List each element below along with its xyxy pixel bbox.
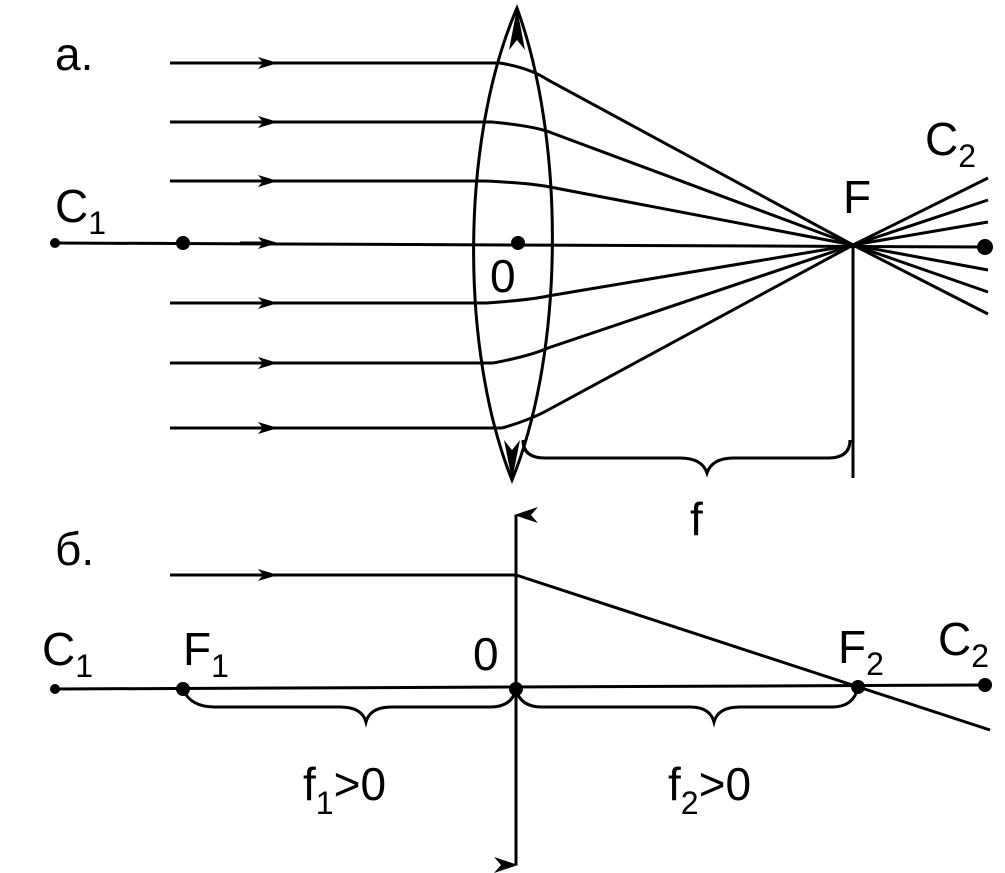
- label-c2-b: C2: [938, 613, 989, 674]
- point-dot-a: [176, 236, 190, 250]
- label-f-a: f: [690, 493, 703, 545]
- label-f1-b: F1: [183, 623, 229, 684]
- ray-out-2: [491, 120, 854, 247]
- incoming-rays-a: [170, 61, 502, 430]
- points-b: [50, 678, 992, 696]
- ray-div-3: [852, 220, 989, 247]
- refracted-rays-a: [484, 61, 854, 430]
- point-f1-b: [176, 682, 190, 696]
- ray-div-2: [852, 198, 989, 247]
- label-c2-a: C2: [925, 113, 976, 174]
- ray-out-3: [484, 179, 854, 247]
- point-c1-a: [50, 238, 60, 248]
- lens-top-tip: [509, 8, 525, 50]
- ray-out-b: [515, 573, 991, 732]
- point-f2-b: [851, 680, 865, 694]
- label-f2-length: f2>0: [668, 758, 751, 821]
- ray-out-7: [501, 243, 854, 430]
- label-f2-b: F2: [838, 621, 884, 682]
- ray-div-6: [852, 243, 989, 294]
- point-c1-b: [50, 684, 60, 694]
- ray-arrows-a: [240, 57, 278, 434]
- panel-a: [50, 3, 993, 485]
- label-focus-a: F: [843, 171, 871, 223]
- ray-div-7: [852, 243, 989, 316]
- label-c1-b: C1: [42, 623, 93, 684]
- ray-out-5: [485, 243, 854, 305]
- points-a: [50, 236, 993, 255]
- panel-a-label: а.: [55, 28, 93, 80]
- ray-div-1: [852, 176, 989, 247]
- point-c2-a: [977, 239, 993, 255]
- panel-b: [50, 507, 992, 873]
- point-center-a: [511, 236, 525, 250]
- label-c1-a: C1: [55, 180, 106, 241]
- brace-f2: [514, 686, 860, 728]
- brace-f1: [181, 688, 518, 728]
- ray-out-6: [492, 243, 854, 365]
- panel-b-label: б.: [55, 523, 94, 575]
- lens-bottom-tip: [504, 440, 520, 480]
- diverging-rays-a: [852, 176, 989, 316]
- ray-div-5: [852, 243, 989, 272]
- point-c2-b: [978, 678, 992, 692]
- point-center-b: [509, 682, 523, 696]
- brace-f: [521, 439, 852, 478]
- label-f1-length: f1>0: [303, 758, 386, 821]
- ray-out-1: [499, 61, 854, 247]
- label-center-a: 0: [490, 250, 516, 302]
- label-center-b: 0: [473, 628, 499, 680]
